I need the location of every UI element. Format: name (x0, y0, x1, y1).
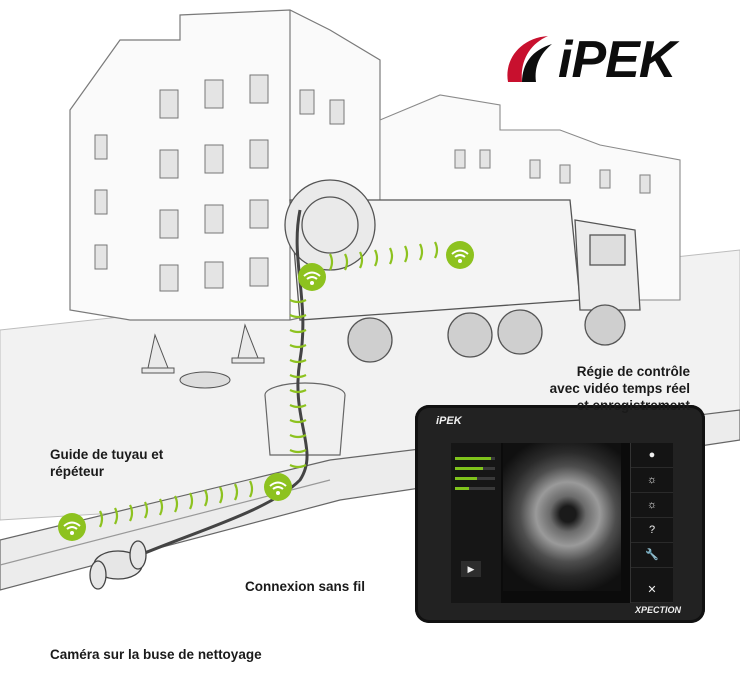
meter-fill (455, 487, 469, 490)
label-regie-line: Régie de contrôle (576, 364, 690, 379)
wifi-icon-top-left (298, 263, 326, 291)
wifi-icon-bottom-left (58, 513, 86, 541)
camera-nozzle (89, 540, 147, 590)
control-buttons: ● ☼ ☼ ? 🔧 ✕ (630, 443, 673, 603)
ipek-logo: iPEK (500, 28, 690, 92)
live-camera-view (503, 443, 621, 591)
meter-fill (455, 467, 483, 470)
traffic-cones (141, 323, 265, 389)
tablet-screen: ▶ ● ☼ ☼ ? 🔧 ✕ (451, 443, 673, 603)
signal-meter (455, 467, 495, 470)
cleaning-truck (284, 179, 641, 363)
meter-fill (455, 457, 491, 460)
brightness-down-button[interactable]: ☼ (631, 493, 673, 518)
status-panel: ▶ (451, 443, 501, 603)
label-regie-line: avec vidéo temps réel (549, 381, 690, 396)
label-guide-line: répéteur (50, 464, 105, 479)
close-button[interactable]: ✕ (631, 578, 673, 603)
label-camera: Caméra sur la buse de nettoyage (50, 647, 262, 662)
wifi-icon-top-right (446, 241, 474, 269)
xpection-tablet: iPEK ▶ ● ☼ ☼ ? 🔧 ✕ XPECTION (415, 405, 705, 623)
label-regie: Régie de contrôle avec vidéo temps réel … (550, 363, 690, 414)
wireless-signal-trail (99, 241, 439, 528)
wifi-icon-middle (264, 473, 292, 501)
windows (94, 74, 345, 292)
play-button[interactable]: ▶ (461, 561, 481, 577)
tablet-model: XPECTION (634, 605, 681, 615)
record-button[interactable]: ● (631, 443, 673, 468)
signal-meter (455, 487, 495, 490)
ipek-logo-swoosh-icon (507, 36, 552, 82)
signal-meter (455, 457, 495, 460)
label-guide: Guide de tuyau et répéteur (50, 446, 163, 480)
help-button[interactable]: ? (631, 518, 673, 543)
label-guide-line: Guide de tuyau et (50, 447, 164, 462)
tablet-brand: iPEK (436, 415, 462, 427)
signal-meter (455, 477, 495, 480)
label-connexion: Connexion sans fil (245, 579, 366, 594)
ipek-logo-text: iPEK (558, 31, 676, 89)
label-regie-line: et enregistrement (576, 398, 690, 413)
settings-button[interactable]: 🔧 (631, 543, 673, 568)
meter-fill (455, 477, 477, 480)
brightness-up-button[interactable]: ☼ (631, 468, 673, 493)
